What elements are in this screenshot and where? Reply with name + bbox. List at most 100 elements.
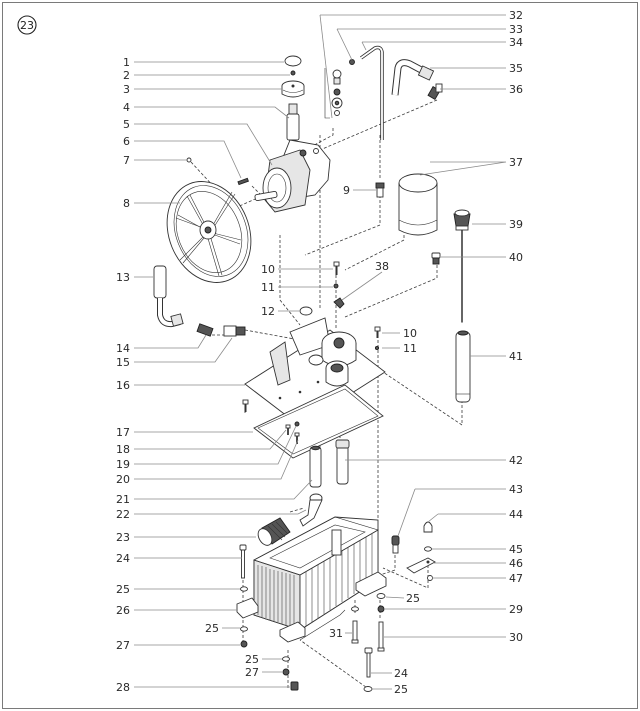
callout-18: 18: [116, 443, 130, 456]
part-25-washer-c: [282, 656, 290, 662]
part-31-washer: [351, 606, 359, 612]
part-45-washer: [424, 546, 432, 552]
callout-22: 22: [116, 508, 130, 521]
callout-19: 19: [116, 458, 130, 471]
part-18-screw: [285, 424, 291, 435]
callout-13: 13: [116, 271, 130, 284]
part-25-washer-a: [240, 586, 248, 592]
part-31-stud: [351, 620, 359, 644]
callout-31: 31: [329, 627, 343, 640]
part-4-valve-stem: [286, 103, 300, 141]
part-40-plug: [431, 252, 441, 265]
part-7-set-screw: [186, 157, 192, 163]
part-47-nut: [427, 575, 433, 581]
callout-24-left: 24: [116, 552, 130, 565]
callout-3: 3: [123, 83, 130, 96]
part-34-tube: [359, 45, 384, 140]
callout-43: 43: [509, 483, 523, 496]
callout-labels: 1 2 3 4 5 6 7 8 9 10 11 12 13 14 15 16 1…: [116, 9, 523, 696]
part-43-sensor: [391, 535, 400, 554]
callout-5: 5: [123, 118, 130, 131]
callout-4: 4: [123, 101, 130, 114]
figure-number: 23: [20, 19, 34, 32]
part-10-screw-top: [333, 261, 340, 275]
callout-32: 32: [509, 9, 523, 22]
part-11-washer-top: [333, 283, 339, 289]
part-33-nut: [349, 59, 355, 65]
callout-9: 9: [343, 184, 350, 197]
part-2-nut: [290, 70, 296, 76]
callout-25-b: 25: [205, 622, 219, 635]
callout-47: 47: [509, 572, 523, 585]
callout-38: 38: [375, 260, 389, 273]
part-5-pump: [254, 139, 331, 213]
callout-45: 45: [509, 543, 523, 556]
callout-7: 7: [123, 154, 130, 167]
part-39-dipstick-cap: [453, 209, 471, 322]
part-24-bolt-left: [239, 544, 247, 579]
part-17-gasket: [253, 384, 384, 459]
callout-34: 34: [509, 36, 523, 49]
part-21-pipe: [309, 445, 322, 488]
callout-42: 42: [509, 454, 523, 467]
callout-8: 8: [123, 197, 130, 210]
part-11-washer-right: [374, 345, 380, 351]
part-25-washer-e: [363, 686, 373, 692]
part-26-reservoir: [236, 516, 387, 643]
part-35-hose: [391, 59, 435, 96]
callout-29: 29: [509, 603, 523, 616]
part-46-bracket: [406, 557, 436, 574]
callout-10-right: 10: [403, 327, 417, 340]
callout-33: 33: [509, 23, 523, 36]
part-9-fitting: [375, 182, 385, 198]
callout-46: 46: [509, 557, 523, 570]
callout-11-top: 11: [261, 281, 275, 294]
part-3-knob: [281, 80, 305, 98]
callout-25-d: 25: [406, 592, 420, 605]
callout-14: 14: [116, 342, 130, 355]
callout-40: 40: [509, 251, 523, 264]
leader-lines: [134, 14, 507, 690]
callout-28: 28: [116, 681, 130, 694]
callout-41: 41: [509, 350, 523, 363]
part-29-nut: [377, 605, 385, 613]
callout-2: 2: [123, 69, 130, 82]
figure-number-badge: 23: [17, 15, 37, 35]
callout-11-right: 11: [403, 342, 417, 355]
callout-20: 20: [116, 473, 130, 486]
part-27-nut-a: [240, 640, 248, 648]
part-23-inlet-strainer: [257, 517, 291, 546]
callout-25-e: 25: [394, 683, 408, 696]
part-27-nut-b: [282, 668, 290, 676]
callout-10-top: 10: [261, 263, 275, 276]
part-16-manifold-plate: [244, 317, 386, 427]
part-25-washer-d: [376, 593, 386, 599]
part-32-fitting-stack: [324, 68, 343, 119]
callout-30: 30: [509, 631, 523, 644]
callout-25-a: 25: [116, 583, 130, 596]
callout-1: 1: [123, 56, 130, 69]
callout-36: 36: [509, 83, 523, 96]
callout-37: 37: [509, 156, 523, 169]
part-15-coupling: [223, 325, 246, 337]
callout-26: 26: [116, 604, 130, 617]
part-19-washer: [294, 421, 300, 427]
plate-bolt: [242, 399, 249, 412]
callout-15: 15: [116, 356, 130, 369]
callout-16: 16: [116, 379, 130, 392]
part-1-cap: [284, 55, 302, 67]
callout-17: 17: [116, 426, 130, 439]
part-37-filter-bowl: [398, 173, 438, 236]
part-42-pipe: [335, 439, 350, 485]
part-8-pulley: [166, 181, 252, 283]
callout-23: 23: [116, 531, 130, 544]
callout-27-b: 27: [245, 666, 259, 679]
part-13-hose: [153, 265, 184, 328]
part-10-screw-right: [374, 326, 381, 338]
callout-6: 6: [123, 135, 130, 148]
part-12-o-ring: [299, 306, 313, 316]
part-44-cap-nut: [423, 521, 433, 533]
part-6-key: [237, 177, 249, 186]
part-36-elbow: [427, 83, 443, 100]
